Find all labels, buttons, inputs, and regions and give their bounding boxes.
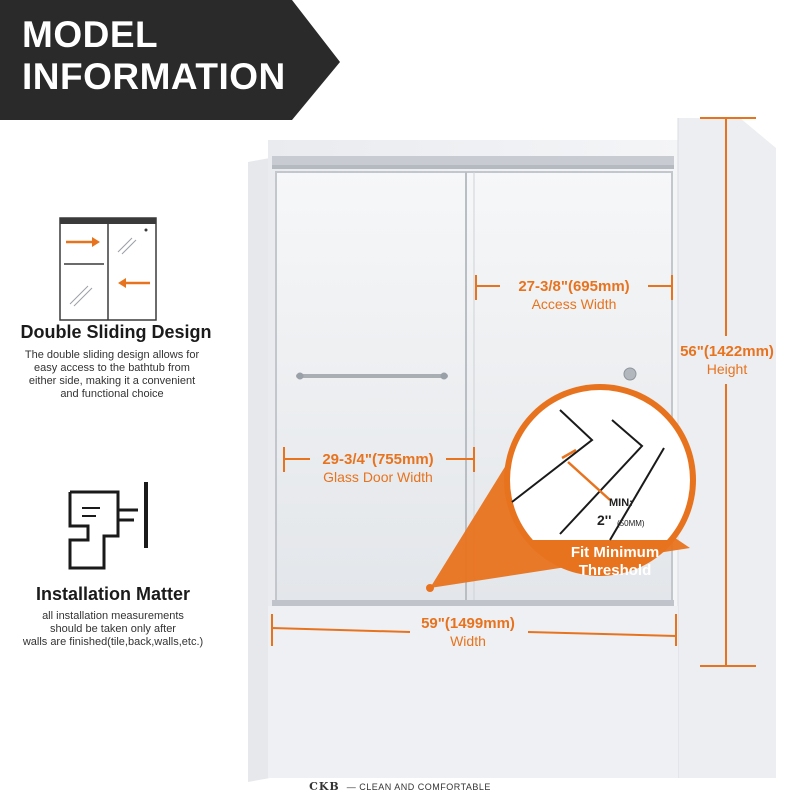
sliding-arrows-icon [59,217,157,321]
glass-door-width-label: 29-3/4"(755mm) Glass Door Width [322,451,434,485]
width-dimension [271,614,677,646]
min-value: 2'' [597,512,612,528]
banner-background [0,0,340,120]
width-label: 59"(1499mm) Width [421,615,515,649]
left-wall [248,158,270,782]
glass-panel-front [275,171,475,603]
banner-line-1: MODEL [22,14,159,55]
footer-tagline: — CLEAN AND COMFORTABLE [346,782,491,792]
top-rail [272,156,674,165]
fit-minimum-threshold-title: Fit Minimum Threshold [570,544,660,579]
glass-door-width-dimension [283,447,475,472]
banner-line-2: INFORMATION [22,56,286,97]
double-sliding-description: The double sliding design allows for eas… [24,349,200,400]
access-width-dimension [475,275,673,300]
door-knob [623,367,637,381]
installation-matter-title: Installation Matter [35,584,191,604]
height-label: 56"(1422mm) Height [680,343,774,377]
model-information-banner: MODEL INFORMATION [0,0,340,120]
brand-logo: CKB [309,780,340,793]
installation-wall-icon [68,482,148,570]
installation-matter-description: all installation measurements should be … [22,610,204,648]
footer: CKB — CLEAN AND COMFORTABLE [0,780,800,793]
towel-bar [296,374,448,378]
min-label: MIN: [609,497,633,509]
bottom-track [272,600,674,606]
min-unit: (50MM) [617,519,645,528]
height-dimension [700,117,756,667]
double-sliding-title: Double Sliding Design [20,322,212,342]
banner-title: MODEL INFORMATION [22,14,286,98]
access-width-label: 27-3/8"(695mm) Access Width [518,278,630,312]
